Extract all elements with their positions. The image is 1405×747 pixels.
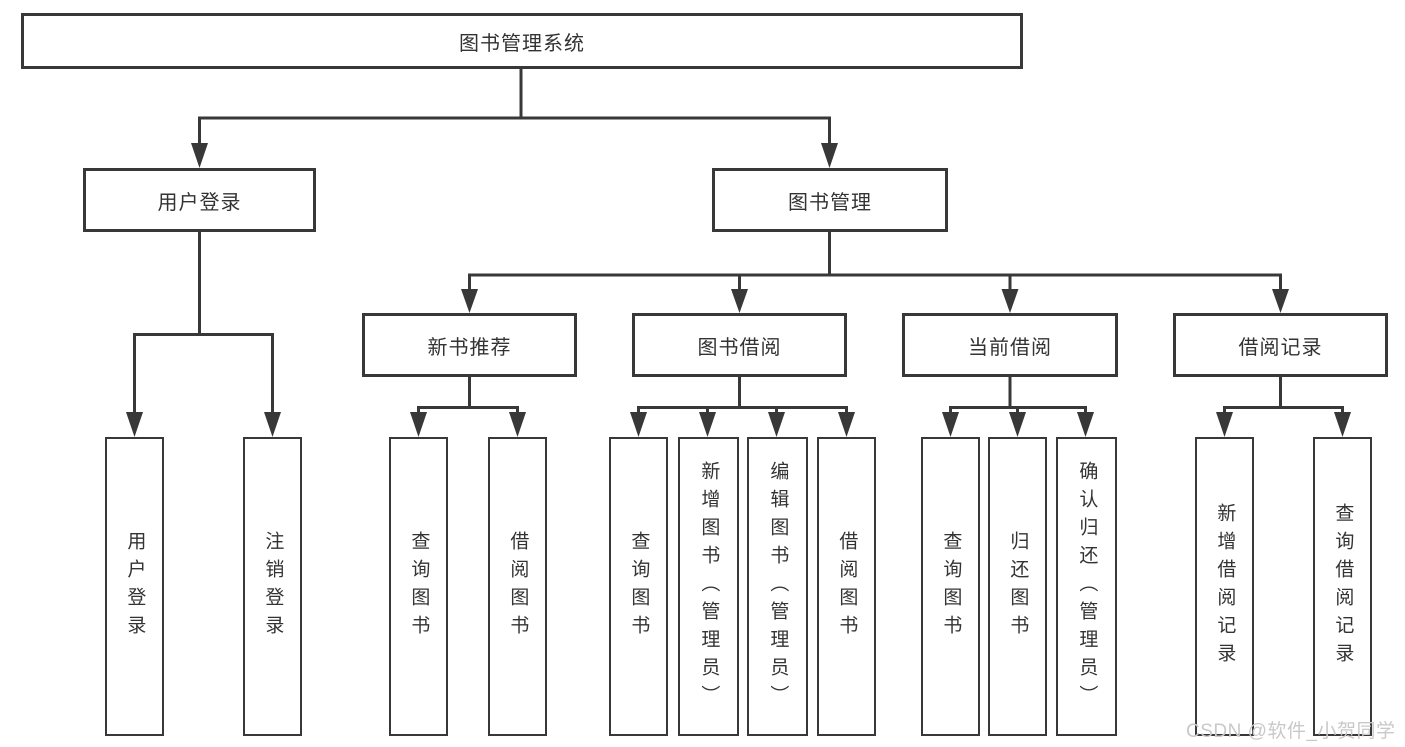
connector-book-borrowing-to-children — [630, 377, 855, 437]
connector-new-book-recommend-to-children — [410, 377, 526, 437]
node-label: 用户登录 — [157, 191, 242, 214]
arrowhead-icon — [768, 412, 785, 437]
arrowhead-icon — [1001, 289, 1019, 313]
leaf-current-confirm-return-admin: 确认归还（管理员） — [1056, 437, 1117, 736]
node-label: 新书推荐 — [427, 336, 512, 359]
connector-book-management-to-modules — [461, 232, 1289, 313]
leaf-user-login: 用户登录 — [105, 437, 164, 736]
node-borrowing-records: 借阅记录 — [1173, 313, 1388, 377]
arrowhead-icon — [838, 412, 855, 437]
arrowhead-icon — [264, 412, 281, 437]
arrowhead-icon — [1334, 412, 1351, 437]
leaf-borrowing-edit-books-admin: 编辑图书（管理员） — [747, 437, 808, 736]
node-label: 图书管理系统 — [459, 32, 585, 55]
leaf-records-query-record: 查询借阅记录 — [1313, 437, 1372, 736]
connector-current-borrowing-to-children — [942, 377, 1094, 437]
node-label: 借阅图书 — [836, 530, 858, 643]
node-label: 归还图书 — [1007, 530, 1029, 643]
arrowhead-icon — [942, 412, 959, 437]
node-book-borrowing: 图书借阅 — [632, 313, 847, 377]
leaf-borrowing-borrow-books: 借阅图书 — [817, 437, 876, 736]
node-label: 查询图书 — [408, 530, 430, 643]
arrowhead-icon — [1077, 412, 1094, 437]
node-label: 借阅图书 — [507, 530, 529, 643]
arrowhead-icon — [699, 412, 716, 437]
node-user-login: 用户登录 — [83, 168, 316, 232]
connector-borrowing-records-to-children — [1216, 377, 1351, 437]
node-label: 当前借阅 — [968, 336, 1052, 359]
arrowhead-icon — [1216, 412, 1233, 437]
node-label: 注销登录 — [262, 530, 284, 643]
arrowhead-icon — [126, 412, 143, 437]
node-book-management: 图书管理 — [712, 168, 948, 232]
csdn-watermark: CSDN @软件_小贺同学 — [1186, 721, 1396, 742]
arrowhead-icon — [410, 412, 427, 437]
arrowhead-icon — [461, 289, 478, 313]
node-root-library-system: 图书管理系统 — [21, 13, 1023, 69]
node-label: 查询图书 — [940, 530, 962, 643]
node-label: 新增图书（管理员） — [698, 460, 720, 713]
leaf-borrowing-add-books-admin: 新增图书（管理员） — [678, 437, 739, 736]
leaf-recommend-borrow-books: 借阅图书 — [488, 437, 547, 736]
node-label: 查询借阅记录 — [1332, 502, 1354, 671]
arrowhead-icon — [1272, 289, 1289, 313]
node-label: 图书管理 — [788, 191, 872, 214]
leaf-borrowing-query-books: 查询图书 — [609, 437, 668, 736]
connector-user-login-to-children — [126, 232, 281, 437]
leaf-current-query-books: 查询图书 — [921, 437, 980, 736]
node-label: 查询图书 — [628, 530, 650, 643]
arrowhead-icon — [630, 412, 647, 437]
node-label: 编辑图书（管理员） — [767, 460, 789, 713]
leaf-logout: 注销登录 — [243, 437, 302, 736]
arrowhead-icon — [821, 143, 838, 168]
leaf-current-return-books: 归还图书 — [988, 437, 1047, 736]
arrowhead-icon — [191, 143, 208, 168]
node-label: 借阅记录 — [1238, 336, 1323, 359]
node-label: 确认归还（管理员） — [1076, 460, 1098, 713]
arrowhead-icon — [509, 412, 526, 437]
leaf-recommend-query-books: 查询图书 — [389, 437, 448, 736]
connector-root-to-branches — [191, 69, 838, 168]
leaf-records-add-record: 新增借阅记录 — [1195, 437, 1254, 736]
node-new-book-recommend: 新书推荐 — [362, 313, 577, 377]
node-label: 图书借阅 — [697, 336, 782, 359]
node-label: 用户登录 — [124, 530, 146, 643]
node-label: 新增借阅记录 — [1214, 502, 1236, 671]
arrowhead-icon — [731, 289, 748, 313]
arrowhead-icon — [1009, 412, 1026, 437]
node-current-borrowing: 当前借阅 — [902, 313, 1118, 377]
